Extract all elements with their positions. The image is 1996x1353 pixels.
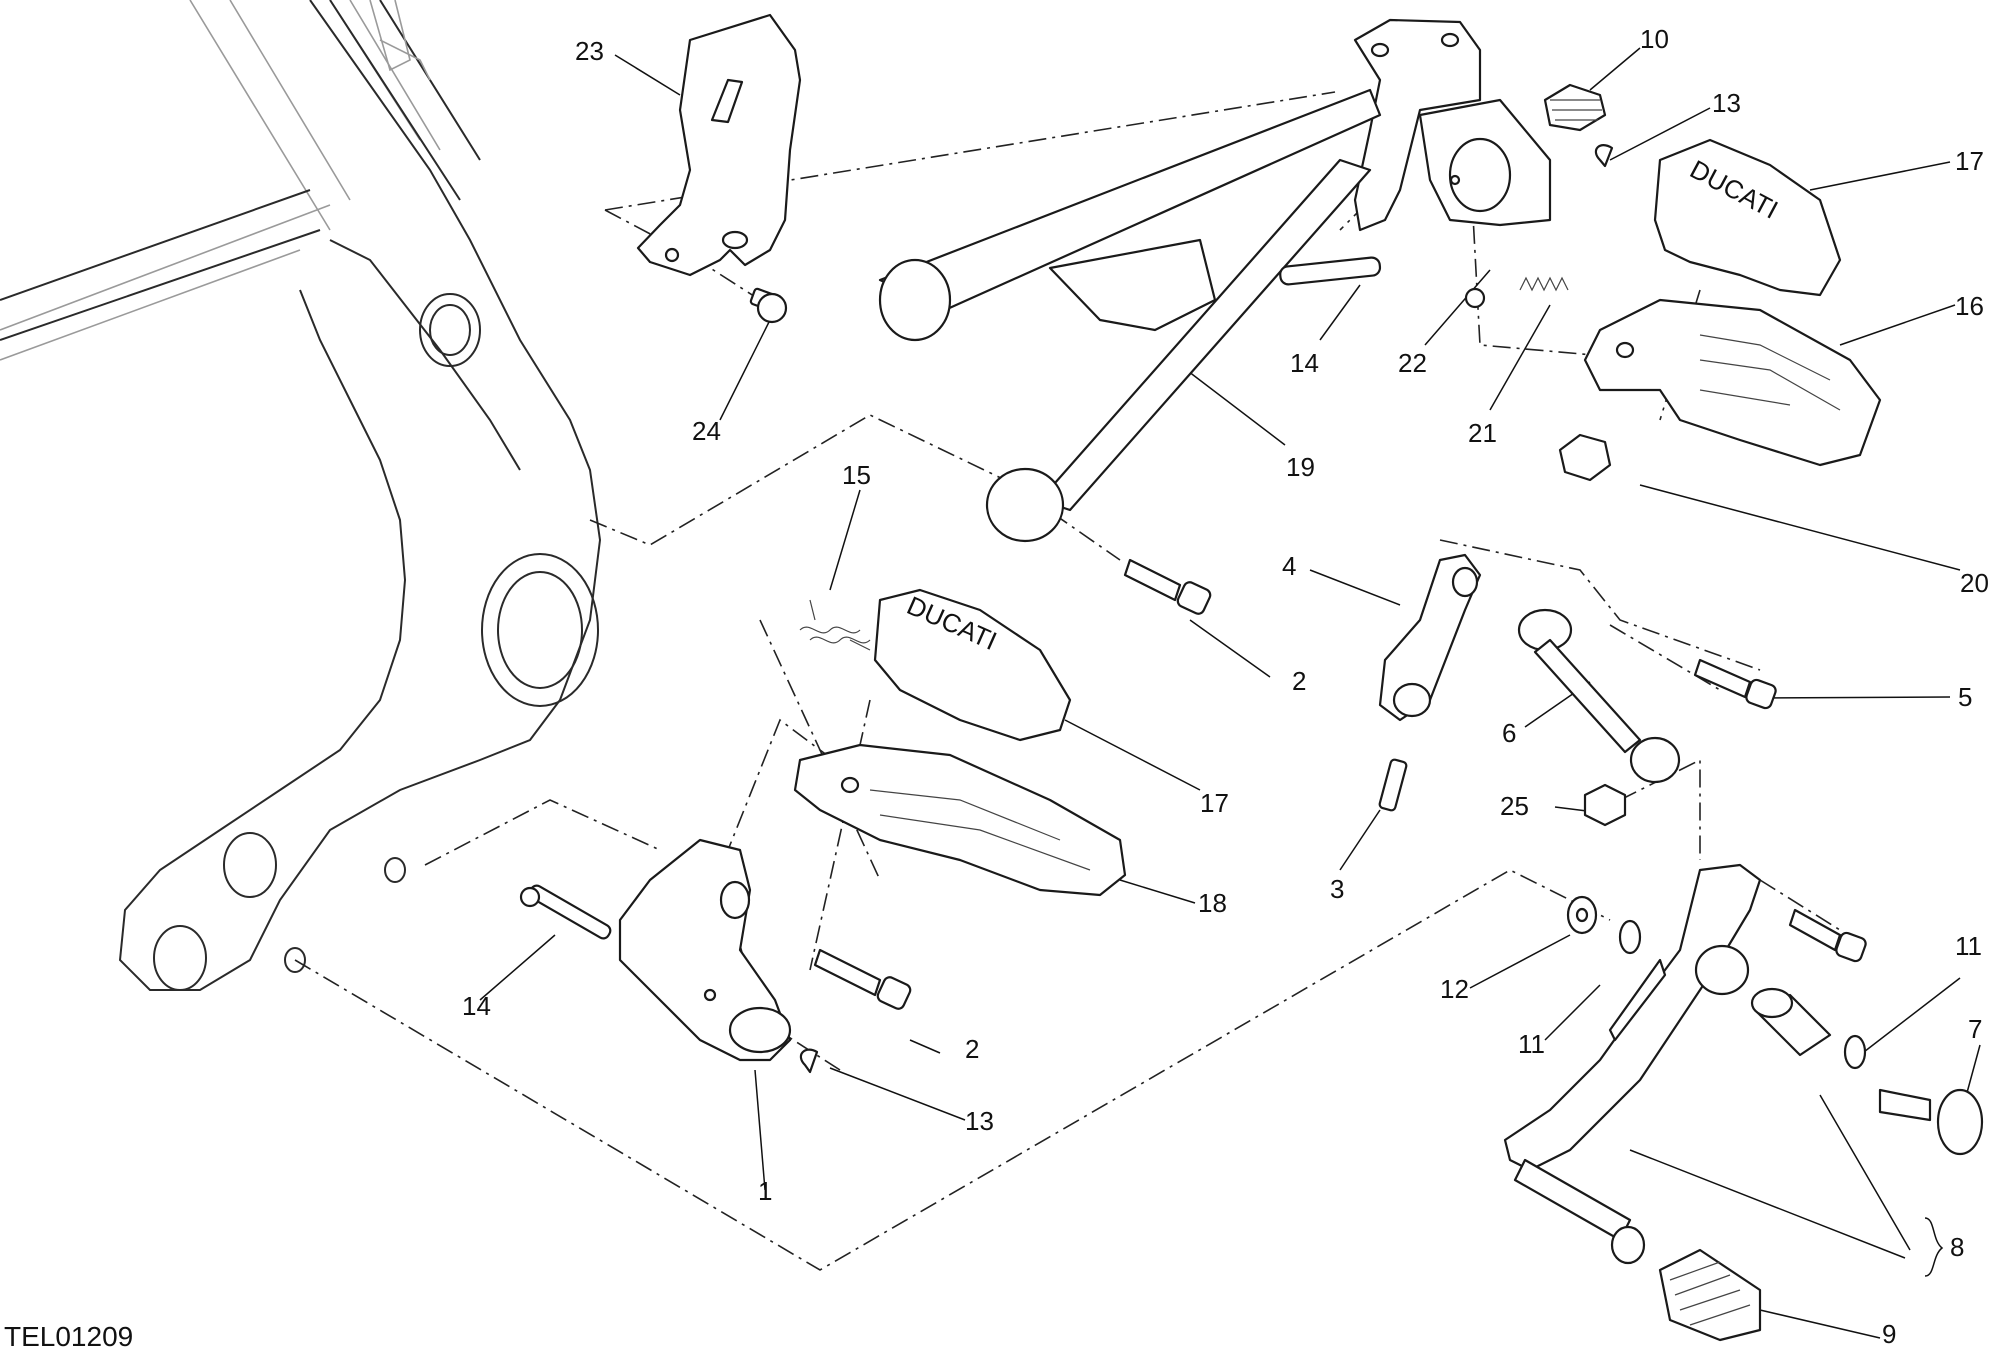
callout-20: 20 [1960, 568, 1989, 598]
drawing-code: TEL01209 [4, 1321, 133, 1352]
callout-11-left: 11 [1518, 1029, 1545, 1059]
callout-22: 22 [1398, 348, 1427, 378]
clip-13-lower [799, 1048, 819, 1074]
callout-1: 1 [758, 1176, 772, 1206]
callout-21: 21 [1468, 418, 1497, 448]
rubber-pad-17-lower: DUCATI [873, 588, 1072, 742]
rubber-10 [1543, 83, 1607, 132]
spring-15 [799, 599, 871, 651]
bolt-3 [1378, 758, 1408, 812]
lever-4 [1378, 553, 1482, 722]
callout-9: 9 [1882, 1319, 1896, 1349]
pin-14-lower [519, 884, 612, 940]
linkage-rod-6 [1517, 608, 1681, 784]
heel-guard-23 [636, 13, 802, 277]
callout-14-upper: 14 [1290, 348, 1319, 378]
callout-2-lower: 2 [965, 1034, 979, 1064]
callout-17-upper: 17 [1955, 146, 1984, 176]
callout-12: 12 [1440, 974, 1469, 1004]
footpeg-18 [793, 743, 1127, 897]
callout-5: 5 [1958, 682, 1972, 712]
pivot-bolt-7 [1878, 1088, 1984, 1156]
peg-9 [1610, 1225, 1762, 1342]
callout-13-upper: 13 [1712, 88, 1741, 118]
callout-4: 4 [1282, 551, 1296, 581]
callout-18: 18 [1198, 888, 1227, 918]
callout-7: 7 [1968, 1014, 1982, 1044]
rubber-pad-17-upper: DUCATI [1653, 138, 1842, 297]
callout-11-right: 11 [1955, 931, 1982, 961]
leader-lines [479, 47, 1981, 1339]
bolt-5 [1693, 658, 1777, 710]
bolt-5-lower [1788, 908, 1867, 963]
callout-3: 3 [1330, 874, 1344, 904]
callout-24: 24 [692, 416, 721, 446]
clip-13-upper [1594, 144, 1614, 168]
nut-20 [1558, 433, 1612, 482]
footpeg-16 [1583, 298, 1882, 467]
callout-25: 25 [1500, 791, 1529, 821]
callout-labels: 23 24 10 13 17 16 14 22 21 19 20 15 2 4 … [462, 24, 1989, 1349]
ring-11-right [1843, 1034, 1867, 1070]
nut-25 [1583, 783, 1627, 827]
callout-10: 10 [1640, 24, 1669, 54]
spring-21 [1519, 276, 1569, 292]
pin-14-upper [1279, 256, 1382, 286]
ball-22 [1464, 287, 1486, 309]
callout-19: 19 [1286, 452, 1315, 482]
bolt-2-lower [813, 948, 912, 1010]
callout-2-upper: 2 [1292, 666, 1306, 696]
callout-16: 16 [1955, 291, 1984, 321]
bracket-1 [618, 838, 792, 1062]
callout-17-lower: 17 [1200, 788, 1229, 818]
callout-8: 8 [1950, 1232, 1964, 1262]
callout-6: 6 [1502, 718, 1516, 748]
bolt-2-upper [1123, 558, 1212, 615]
callout-23: 23 [575, 36, 604, 66]
callout-14-lower: 14 [462, 991, 491, 1021]
washer-12 [1566, 895, 1598, 935]
callout-13-lower: 13 [965, 1106, 994, 1136]
screw-24 [749, 287, 788, 324]
frame-section [0, 0, 602, 991]
gear-lever-body [1503, 863, 1762, 1242]
callout-15: 15 [842, 460, 871, 490]
footpeg-bracket-19 [878, 18, 1552, 543]
ring-11-left [1618, 919, 1642, 955]
bushing-8 [1750, 987, 1832, 1057]
